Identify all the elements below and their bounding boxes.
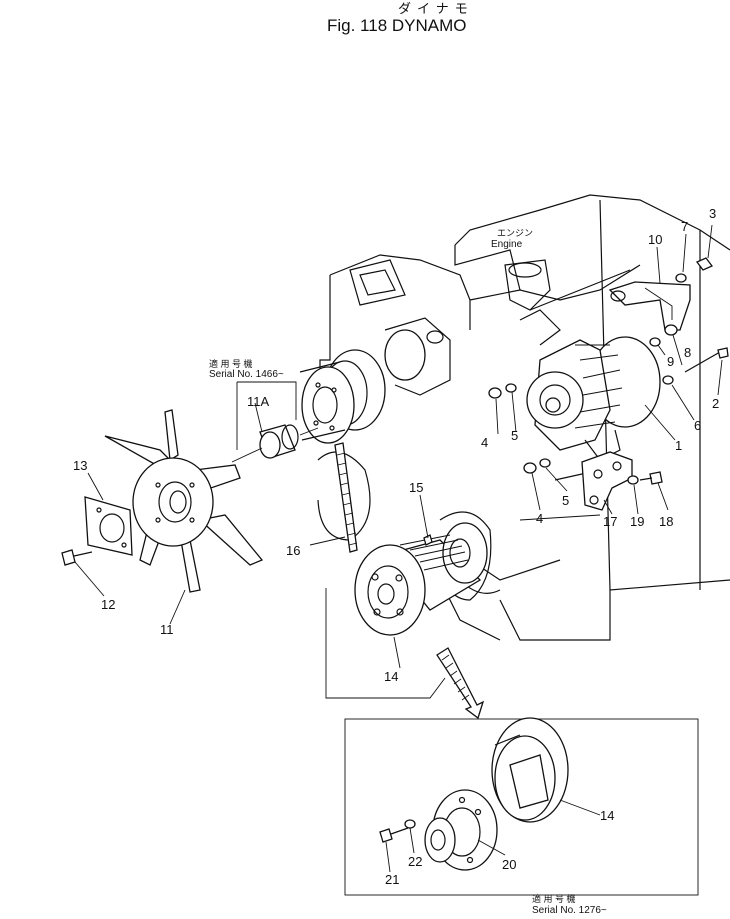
part-number-10: 10 (648, 232, 663, 247)
engine-label: Engine (491, 239, 523, 250)
part-number-18: 18 (659, 514, 674, 529)
page-title: Fig. 118 DYNAMO (327, 16, 467, 35)
part-number-15: 15 (409, 480, 424, 495)
part-number-9: 9 (667, 354, 675, 369)
serial-top: Serial No. 1466~ (209, 369, 284, 380)
part-number-11a: 11A (247, 394, 270, 409)
part-number-21: 21 (385, 872, 400, 887)
serial-bottom: Serial No. 1276~ (532, 905, 607, 916)
cooling-fan (104, 409, 264, 593)
hub-bolt (379, 819, 416, 843)
title-kana: ダイナモ (398, 1, 474, 16)
part-number-11: 11 (160, 622, 174, 637)
part-number-1: 1 (675, 438, 683, 453)
bracket (581, 451, 633, 511)
part-number-8: 8 (684, 345, 692, 360)
part-number-20: 20 (502, 857, 517, 872)
detail-callout (325, 588, 699, 896)
bushing (231, 424, 319, 463)
part-number-16: 16 (286, 543, 301, 558)
part-number-22: 22 (408, 854, 423, 869)
part-number-14-lower: 14 (600, 808, 615, 823)
part-number-12: 12 (101, 597, 116, 612)
part-number-4-lower: 4 (536, 511, 544, 526)
serial-bottom-kana: 適 用 号 機 (532, 894, 576, 904)
part-number-4-upper: 4 (481, 435, 489, 450)
crank-pulley (354, 522, 488, 636)
part-number-2: 2 (712, 396, 720, 411)
alternator (526, 336, 661, 461)
part-number-17: 17 (603, 514, 618, 529)
part-number-5-upper: 5 (511, 428, 519, 443)
pulley-hub (424, 789, 498, 871)
engine-block (317, 194, 730, 641)
v-belt (334, 442, 358, 553)
part-number-5-lower: 5 (562, 493, 570, 508)
detail-pulley (491, 717, 569, 823)
serial-top-kana: 適 用 号 機 (209, 359, 253, 369)
water-pump-pulley (299, 361, 355, 444)
part-number-14-upper: 14 (384, 669, 399, 684)
fan-spacer-plate (84, 496, 133, 556)
engine-label-kana: エンジン (497, 228, 534, 238)
part-number-7: 7 (681, 219, 689, 234)
part-number-19: 19 (630, 514, 645, 529)
fasteners (488, 257, 729, 485)
part-number-3: 3 (709, 206, 717, 221)
adjust-bar (608, 281, 691, 331)
fan-bolt (61, 549, 93, 566)
part-number-6: 6 (694, 418, 702, 433)
leader-lines (74, 224, 723, 873)
part-number-13: 13 (73, 458, 88, 473)
